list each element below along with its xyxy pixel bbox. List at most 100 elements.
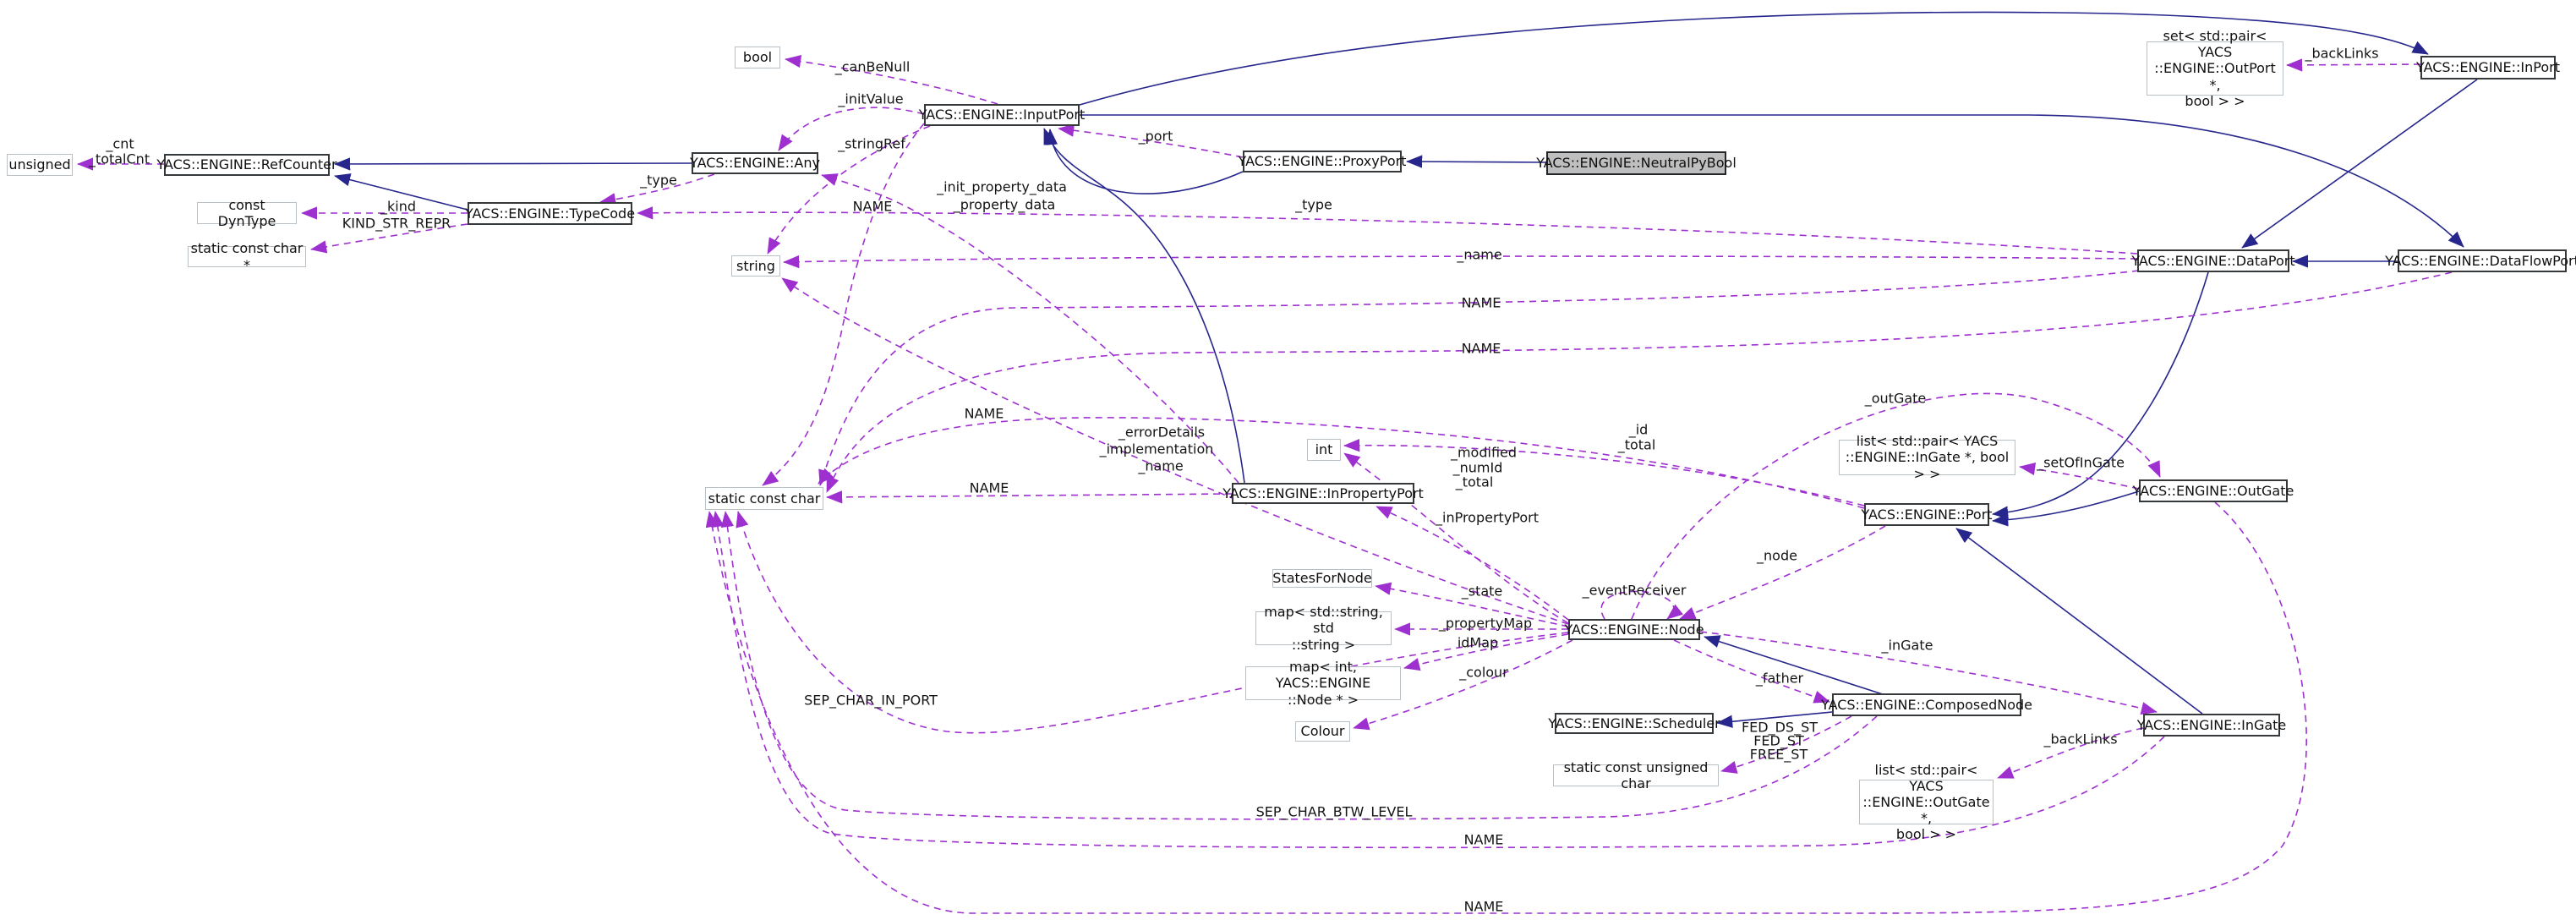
class-box-dataport[interactable]: YACS::ENGINE::DataPort	[2131, 249, 2295, 272]
class-box-label-map-int-node: map< int, YACS::ENGINE ::Node * >	[1275, 659, 1371, 708]
edge-label-name-16: NAME	[964, 405, 1004, 422]
class-box-label-composednode: YACS::ENGINE::ComposedNode	[1821, 696, 2032, 713]
edge-node-uses-ingate	[1699, 631, 2158, 715]
class-box-map-int-node: map< int, YACS::ENGINE ::Node * >	[1245, 659, 1401, 708]
edge-label-sep-char-in-port-42: SEP_CHAR_IN_PORT	[804, 692, 938, 709]
edge-label-implementation-26: _implementation	[1099, 441, 1214, 457]
edge-port-uses-static-const-char	[818, 417, 1865, 509]
class-box-set-outport-bool: set< std::pair< YACS ::ENGINE::OutPort *…	[2147, 28, 2283, 109]
edge-label-kind-str-repr-3: KIND_STR_REPR	[342, 215, 451, 232]
class-box-statesfornode: StatesForNode	[1272, 569, 1372, 588]
class-box-port[interactable]: YACS::ENGINE::Port	[1861, 503, 1993, 526]
edge-label-errordetails-25: _errorDetails	[1118, 424, 1206, 441]
edge-ingate-uses-list-outgate	[1997, 727, 2144, 779]
class-box-label-bool: bool	[742, 49, 773, 66]
edge-label-total-21: _total	[1617, 436, 1656, 453]
class-box-bool: bool	[735, 47, 780, 68]
class-box-inputport[interactable]: YACS::ENGINE::InputPort	[919, 104, 1085, 126]
edge-port-uses-int	[1343, 438, 1865, 507]
edge-port-uses-node	[1679, 525, 1886, 620]
edge-label-fed-st-39: FED_ST	[1753, 732, 1804, 749]
edge-label-modified-22: _modified	[1450, 444, 1518, 461]
edge-label-totalcnt-1: _totalCnt	[88, 151, 150, 167]
class-box-map-string-string: map< std::string, std ::string >	[1255, 604, 1392, 653]
class-box-ingate[interactable]: YACS::ENGINE::InGate	[2137, 714, 2286, 737]
edge-label-id-20: _id	[1628, 421, 1649, 438]
edge-ingate-uses-static-const-char	[711, 511, 2165, 849]
class-box-label-inpropertyport: YACS::ENGINE::InPropertyPort	[1222, 485, 1424, 501]
edge-dataflowport-uses-static-const-char	[826, 271, 2453, 493]
edge-proxyport-inherits-inputport	[1044, 129, 1244, 194]
edge-label-idmap-33: idMap	[1457, 634, 1499, 651]
edge-label-backlinks-17: _backLinks	[2305, 45, 2379, 62]
edge-label-fed-ds-st-38: FED_DS_ST	[1741, 719, 1819, 736]
edge-outgate-inherits-port	[1992, 490, 2140, 527]
class-box-label-static-const-unsigned-char: static const unsigned char	[1563, 758, 1709, 791]
class-box-label-inport: YACS::ENGINE::InPort	[2416, 59, 2560, 76]
class-box-label-typecode: YACS::ENGINE::TypeCode	[464, 205, 636, 222]
class-box-inpropertyport[interactable]: YACS::ENGINE::InPropertyPort	[1222, 483, 1424, 504]
edge-label-backlinks-41: _backLinks	[2043, 731, 2118, 748]
edge-inputport-uses-bool	[785, 54, 998, 105]
edge-dataport-uses-string	[783, 255, 2138, 269]
edge-node-uses-string	[781, 277, 1569, 625]
class-box-scheduler[interactable]: YACS::ENGINE::Scheduler	[1548, 713, 1720, 734]
edge-label-free-st-40: FREE_ST	[1749, 746, 1808, 763]
edge-typecode-uses-static-const-char-ptr	[310, 223, 468, 254]
class-box-int: int	[1307, 439, 1341, 461]
class-box-any[interactable]: YACS::ENGINE::Any	[690, 152, 820, 174]
class-box-label-port: YACS::ENGINE::Port	[1861, 506, 1993, 523]
edge-label-node-35: _node	[1757, 547, 1797, 564]
class-box-dataflowport[interactable]: YACS::ENGINE::DataFlowPort	[2385, 249, 2576, 272]
class-box-proxyport[interactable]: YACS::ENGINE::ProxyPort	[1239, 151, 1406, 172]
edge-label-name-28: NAME	[969, 479, 1009, 496]
edge-inputport-uses-any	[778, 107, 925, 151]
edge-label-name-27: _name	[1138, 457, 1184, 474]
class-box-label-refcounter: YACS::ENGINE::RefCounter	[156, 156, 337, 173]
edge-label-father-37: _father	[1755, 670, 1804, 687]
edge-label-name-14: NAME	[1461, 294, 1501, 311]
edge-outgate-uses-static-const-char	[705, 501, 2307, 914]
edge-inpropertyport-uses-any	[821, 173, 1239, 484]
class-box-neutralpybool: YACS::ENGINE::NeutralPyBool	[1536, 151, 1736, 175]
edge-node-uses-static-const-char-sep-in-port	[736, 511, 1569, 734]
class-box-label-list-outgate-bool: list< std::pair< YACS ::ENGINE::OutGate …	[1862, 761, 1990, 843]
class-box-string: string	[731, 255, 780, 277]
class-box-inport[interactable]: YACS::ENGINE::InPort	[2416, 56, 2560, 79]
class-box-node[interactable]: YACS::ENGINE::Node	[1564, 619, 1704, 640]
edge-inport-uses-set-outport	[2286, 58, 2421, 72]
class-box-const-dyntype: const DynType	[197, 197, 297, 229]
class-box-label-colour: Colour	[1300, 723, 1345, 740]
edge-outgate-uses-list-ingate	[2019, 462, 2140, 490]
edge-label-property-data-10: _property_data	[953, 196, 1056, 213]
edge-label-inpropertyport-29: _inPropertyPort	[1435, 509, 1540, 526]
edge-label-stringref-7: _stringRef	[838, 135, 905, 152]
class-box-label-map-string-string: map< std::string, std ::string >	[1264, 604, 1383, 653]
edge-node-uses-map-int-node	[1403, 633, 1569, 671]
class-box-list-ingate-bool: list< std::pair< YACS ::ENGINE::InGate *…	[1839, 433, 2015, 482]
edge-label-name-15: NAME	[1461, 340, 1501, 357]
edge-node-uses-int	[1343, 452, 1569, 624]
class-box-outgate[interactable]: YACS::ENGINE::OutGate	[2133, 479, 2294, 502]
edge-node-uses-statesfornode	[1375, 582, 1569, 627]
class-box-label-unsigned: unsigned	[8, 156, 71, 173]
class-box-label-set-outport-bool: set< std::pair< YACS ::ENGINE::OutPort *…	[2154, 28, 2276, 109]
edge-node-self-eventreceiver	[1600, 590, 1684, 620]
edge-inport-inherits-dataport	[2241, 79, 2478, 249]
class-box-composednode[interactable]: YACS::ENGINE::ComposedNode	[1821, 693, 2032, 716]
class-box-refcounter[interactable]: YACS::ENGINE::RefCounter	[156, 154, 337, 176]
edge-label-setofingate-19: _setOfInGate	[2037, 454, 2125, 471]
class-box-label-scheduler: YACS::ENGINE::Scheduler	[1548, 715, 1720, 731]
class-box-typecode[interactable]: YACS::ENGINE::TypeCode	[464, 202, 636, 225]
edge-inputport-uses-string	[767, 125, 931, 255]
edge-label-outgate-18: _outGate	[1864, 390, 1927, 407]
edge-composednode-inherits-scheduler	[1716, 711, 1833, 728]
class-box-label-const-dyntype: const DynType	[217, 196, 276, 229]
edge-inputport-inherits-inport	[1079, 11, 2429, 106]
class-box-label-outgate: YACS::ENGINE::OutGate	[2132, 482, 2294, 499]
edge-node-uses-outgate	[1631, 392, 2161, 620]
class-box-static-const-char: static const char	[705, 487, 823, 510]
edge-label-sep-char-btw-level-43: SEP_CHAR_BTW_LEVEL	[1255, 803, 1413, 820]
edge-any-uses-typecode	[599, 173, 715, 206]
